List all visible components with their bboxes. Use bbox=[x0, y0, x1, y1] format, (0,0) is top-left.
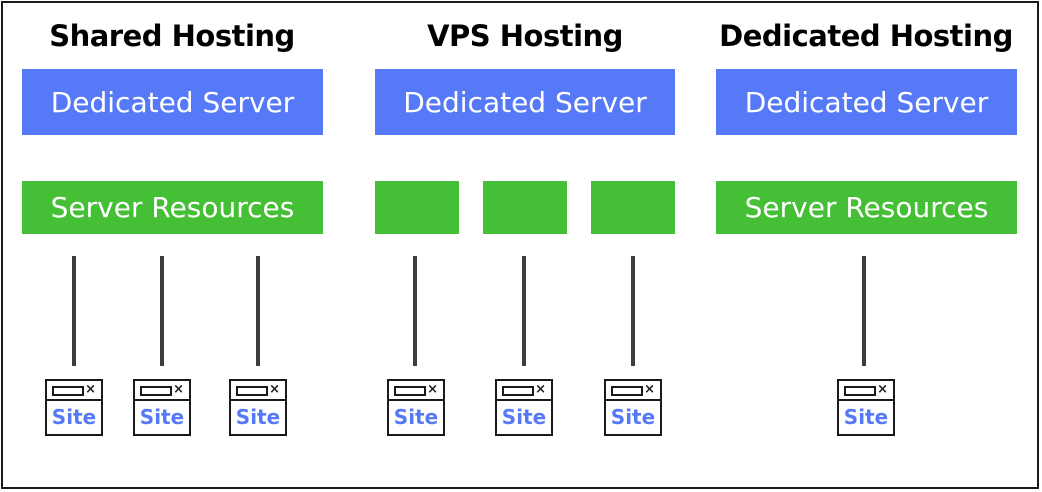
site-icon: × Site bbox=[387, 379, 445, 436]
address-bar bbox=[140, 386, 172, 396]
address-bar bbox=[236, 386, 268, 396]
site-label: Site bbox=[501, 405, 547, 429]
connector-line bbox=[862, 256, 866, 366]
browser-titlebar: × bbox=[47, 381, 101, 401]
server-resources-box-vps bbox=[483, 181, 567, 234]
site-label: Site bbox=[610, 405, 656, 429]
browser-titlebar: × bbox=[606, 381, 660, 401]
browser-titlebar: × bbox=[839, 381, 893, 401]
connector-line bbox=[160, 256, 164, 366]
close-icon: × bbox=[173, 382, 184, 397]
close-icon: × bbox=[427, 382, 438, 397]
browser-titlebar: × bbox=[231, 381, 285, 401]
site-icon: × Site bbox=[495, 379, 553, 436]
site-label: Site bbox=[51, 405, 97, 429]
column-title-vps: VPS Hosting bbox=[427, 19, 623, 53]
address-bar bbox=[52, 386, 84, 396]
connector-line bbox=[256, 256, 260, 366]
close-icon: × bbox=[85, 382, 96, 397]
close-icon: × bbox=[269, 382, 280, 397]
site-icon: × Site bbox=[837, 379, 895, 436]
connector-line bbox=[522, 256, 526, 366]
connector-line bbox=[631, 256, 635, 366]
dedicated-server-box-vps: Dedicated Server bbox=[375, 69, 675, 135]
address-bar bbox=[502, 386, 534, 396]
column-title-dedicated: Dedicated Hosting bbox=[719, 19, 1013, 53]
address-bar bbox=[611, 386, 643, 396]
column-title-shared: Shared Hosting bbox=[49, 19, 295, 53]
site-icon: × Site bbox=[604, 379, 662, 436]
server-resources-box-dedicated: Server Resources bbox=[716, 181, 1017, 234]
site-label: Site bbox=[393, 405, 439, 429]
server-resources-box-shared: Server Resources bbox=[22, 181, 323, 234]
address-bar bbox=[844, 386, 876, 396]
address-bar bbox=[394, 386, 426, 396]
connector-line bbox=[413, 256, 417, 366]
dedicated-server-box-shared: Dedicated Server bbox=[22, 69, 323, 135]
close-icon: × bbox=[644, 382, 655, 397]
browser-titlebar: × bbox=[497, 381, 551, 401]
site-label: Site bbox=[843, 405, 889, 429]
site-label: Site bbox=[235, 405, 281, 429]
browser-titlebar: × bbox=[389, 381, 443, 401]
site-icon: × Site bbox=[45, 379, 103, 436]
dedicated-server-box-dedicated: Dedicated Server bbox=[716, 69, 1017, 135]
close-icon: × bbox=[877, 382, 888, 397]
server-resources-box-vps bbox=[375, 181, 459, 234]
site-icon: × Site bbox=[229, 379, 287, 436]
browser-titlebar: × bbox=[135, 381, 189, 401]
site-label: Site bbox=[139, 405, 185, 429]
close-icon: × bbox=[535, 382, 546, 397]
site-icon: × Site bbox=[133, 379, 191, 436]
connector-line bbox=[72, 256, 76, 366]
server-resources-box-vps bbox=[591, 181, 675, 234]
